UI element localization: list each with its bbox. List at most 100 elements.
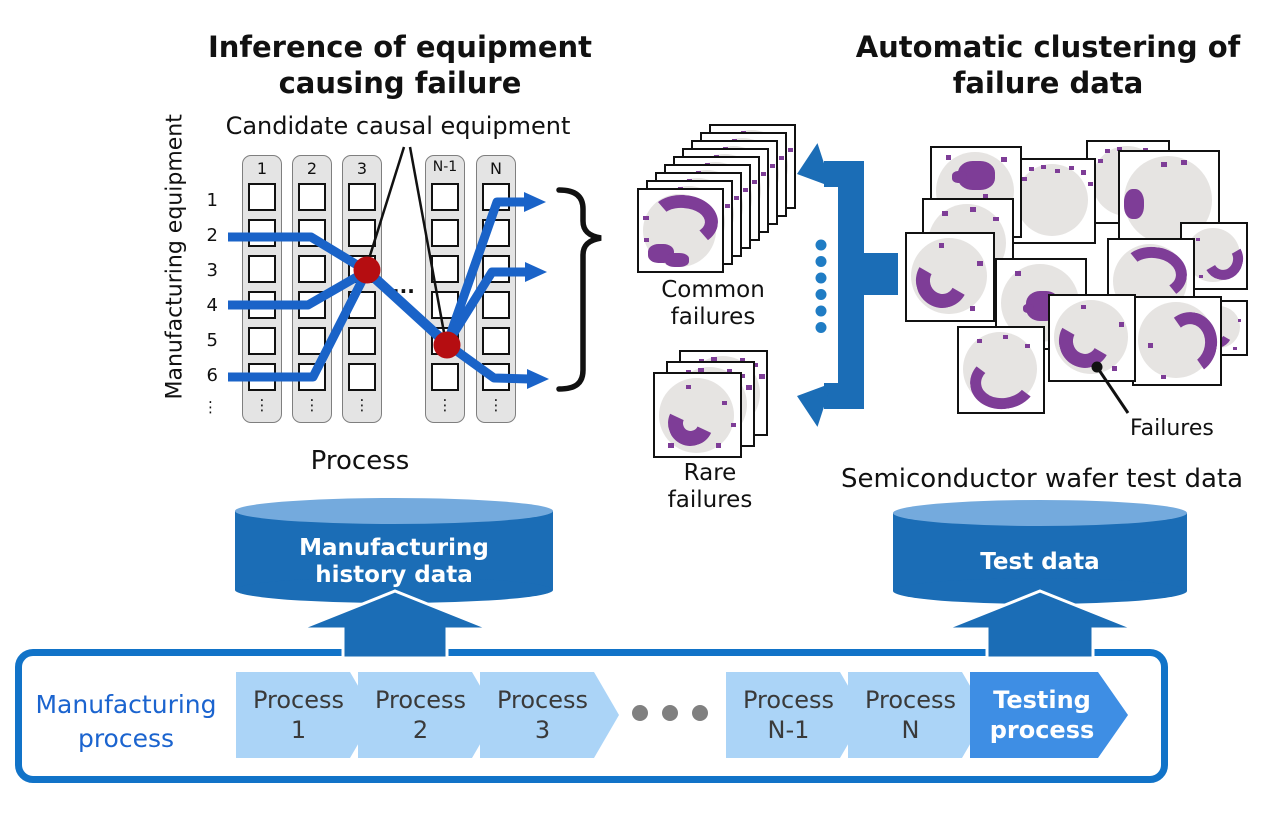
equipment-slot [298, 219, 326, 247]
failure-pattern [1181, 160, 1188, 166]
wafer-test-data-caption: Semiconductor wafer test data [840, 464, 1244, 494]
failure-pattern [778, 155, 784, 161]
equipment-slot [482, 327, 510, 355]
equipment-slot [431, 363, 459, 391]
exit-arrowhead-1 [524, 192, 546, 212]
equipment-slot [482, 255, 510, 283]
column-header: N [490, 159, 502, 178]
equipment-slot [348, 327, 376, 355]
failure-pattern [721, 400, 728, 406]
failure-pattern [715, 443, 721, 448]
bracket-arrowhead-top [797, 143, 832, 187]
failure-pattern [1143, 147, 1149, 153]
failure-pattern [938, 243, 944, 248]
wafer-tile [1010, 158, 1096, 244]
failure-pattern [739, 358, 746, 363]
equipment-slot [298, 255, 326, 283]
x-axis-label: Process [310, 446, 410, 476]
failure-pattern [742, 187, 748, 193]
equipment-slot [348, 219, 376, 247]
failure-pattern [1199, 275, 1204, 279]
wafer-circle [1054, 300, 1128, 374]
bracket-dot [815, 239, 827, 251]
equipment-slot [248, 327, 276, 355]
equipment-slot [431, 255, 459, 283]
failure-pattern [787, 147, 793, 153]
failure-pattern [1118, 322, 1124, 327]
equipment-slot [482, 219, 510, 247]
failure-pattern [1022, 177, 1028, 182]
chevron-label-line2: process [989, 716, 1095, 744]
common-failure-sheet [637, 188, 724, 273]
flow-label-line2: process [77, 724, 175, 753]
failure-pattern [1124, 188, 1145, 220]
row-label-3: 3 [206, 260, 218, 281]
failure-pattern [726, 369, 733, 374]
failure-pattern [730, 422, 736, 428]
chevron-label-line2: 1 [290, 716, 307, 744]
exit-arrowhead-2 [525, 262, 547, 282]
failure-pattern [643, 216, 649, 221]
wafer-circle [1016, 164, 1088, 236]
equipment-slot [431, 183, 459, 211]
failure-pattern [1003, 335, 1009, 340]
failure-pattern [970, 207, 976, 212]
equipment-slot [248, 183, 276, 211]
y-axis-label: Manufacturing equipment [162, 114, 188, 400]
manufacturing-history-label: Manufacturing history data [235, 535, 553, 589]
failure-pattern [1029, 166, 1035, 172]
failure-pattern [1098, 158, 1104, 163]
equipment-slot [298, 183, 326, 211]
failure-pattern [760, 171, 766, 177]
equipment-slot [431, 291, 459, 319]
failure-pattern [942, 211, 948, 216]
failure-pattern [751, 179, 757, 185]
process-column-N-1: N-1 ⋮ [425, 155, 465, 423]
wafer-tile [1118, 150, 1220, 252]
failure-pattern [1022, 304, 1034, 314]
failure-pattern [759, 374, 765, 379]
right-title: Automatic clustering of failure data [818, 29, 1278, 101]
failure-pattern [1104, 148, 1110, 153]
column-ellipsis: ⋮ [488, 396, 504, 414]
common-failures-line2: failures [670, 304, 756, 330]
process-column-2: 2⋮ [292, 155, 332, 423]
equipment-slot [348, 291, 376, 319]
bracket-dot [815, 272, 827, 284]
row-label-2: 2 [206, 225, 218, 246]
equipment-slot [348, 255, 376, 283]
failure-pattern [1160, 162, 1167, 168]
bracket-dots [815, 239, 827, 333]
failures-callout-label: Failures [1130, 416, 1214, 441]
cylinder-top [893, 500, 1187, 526]
failure-pattern [644, 237, 650, 243]
wafer-circle [1138, 302, 1214, 378]
failure-pattern [945, 155, 952, 160]
test-data-label: Test data [980, 549, 1100, 575]
chevron-label-line1: Process [252, 686, 345, 714]
bracket-band-top [824, 161, 864, 187]
process-gap-dot [692, 705, 708, 721]
equipment-slot [248, 291, 276, 319]
equipment-slot [248, 219, 276, 247]
failure-pattern [1233, 346, 1237, 350]
column-ellipsis: ⋮ [437, 396, 453, 414]
column-ellipsis: ⋮ [304, 396, 320, 414]
column-header: 2 [306, 159, 318, 178]
rare-failures-label: Rare failures [645, 460, 775, 514]
column-ellipsis: ⋮ [354, 396, 370, 414]
column-header: N-1 [432, 159, 458, 175]
chevron-label-line1: Process [496, 686, 589, 714]
rare-failure-sheet [653, 372, 742, 458]
common-failures-label: Common failures [648, 277, 778, 331]
chevron-label-line1: Process [864, 686, 957, 714]
clustering-bracket-arrow [797, 143, 898, 427]
cylinder-bottom [893, 578, 1187, 604]
failure-pattern [982, 194, 989, 199]
equipment-slot [298, 291, 326, 319]
grid-horizontal-ellipsis: ... [392, 274, 415, 298]
